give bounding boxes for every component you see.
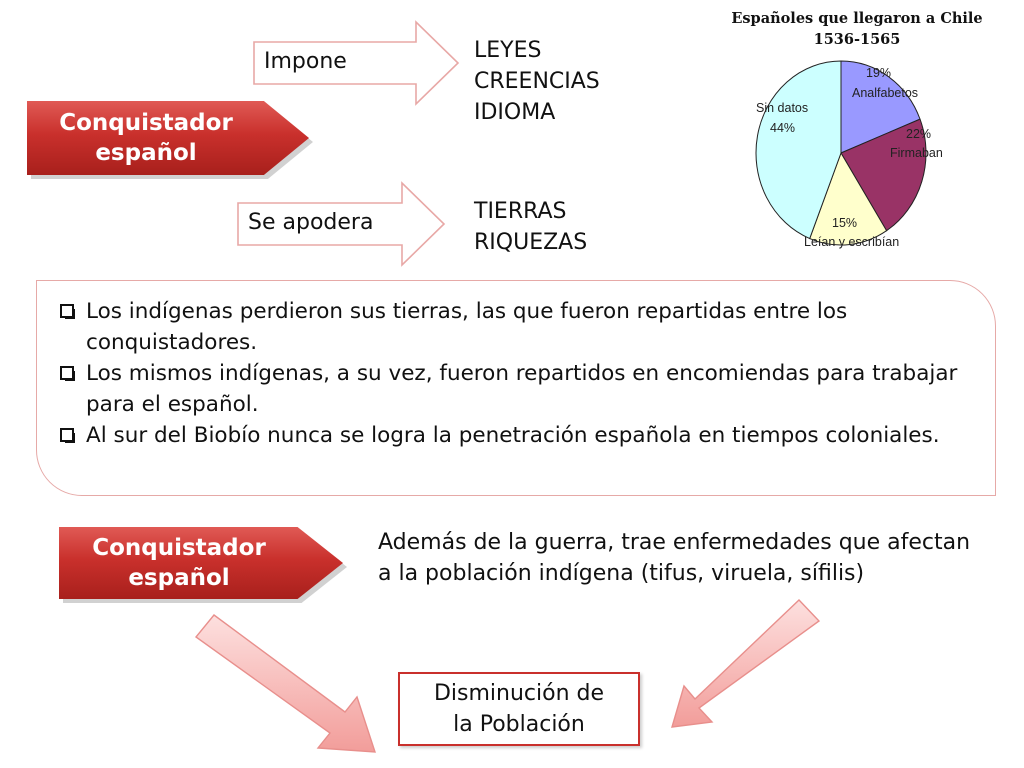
right-down-arrow — [671, 599, 821, 728]
chart-title-line2: 1536-1565 — [813, 31, 901, 48]
bullet-text: Los indígenas perdieron sus tierras, las… — [86, 299, 848, 355]
impone-label: Impone — [264, 49, 347, 74]
checkbox-bullet-icon — [60, 428, 74, 442]
bullet-text: Los mismos indígenas, a su vez, fueron r… — [86, 361, 958, 417]
left-down-arrow — [194, 614, 376, 753]
pie-value-label-sin-datos: 44% — [770, 121, 795, 135]
conquistador-tag-top-line1: Conquistador — [59, 110, 233, 136]
conquistador-tag-top: Conquistador español — [27, 101, 309, 175]
conquistador-tag-bottom-line1: Conquistador — [92, 535, 266, 561]
pie-label-leian: Leían y escribían — [804, 235, 899, 249]
bullet-item: Los mismos indígenas, a su vez, fueron r… — [58, 358, 968, 420]
apodera-item: TIERRAS — [474, 199, 567, 224]
checkbox-bullet-icon — [60, 304, 74, 318]
impone-list: LEYES CREENCIAS IDIOMA — [474, 35, 600, 128]
pie-value-label-analfabetos: 19% — [866, 66, 891, 80]
apodera-arrow: Se apodera — [236, 181, 448, 267]
impone-item: IDIOMA — [474, 100, 556, 125]
pie-label-sin-datos: Sin datos — [756, 101, 808, 115]
pie-value-label-firmaban: 22% — [906, 127, 931, 141]
pie-slice-analfabetos — [840, 60, 921, 154]
impone-arrow: Impone — [252, 20, 462, 106]
apodera-label: Se apodera — [248, 210, 374, 235]
chart-title-line1: Españoles que llegaron a Chile — [731, 10, 983, 27]
conquistador-tag-top-line2: español — [95, 140, 197, 166]
result-line1: Disminución de — [433, 681, 605, 706]
chart-title: Españoles que llegaron a Chile 1536-1565 — [712, 8, 1002, 50]
conquistador-tag-bottom: Conquistador español — [59, 527, 343, 599]
bullet-text: Al sur del Biobío nunca se logra la pene… — [86, 423, 940, 448]
checkbox-bullet-icon — [60, 366, 74, 380]
pie-slice-leian — [809, 151, 888, 246]
bullet-list: Los indígenas perdieron sus tierras, las… — [58, 296, 968, 451]
pie-slice-sin-datos — [755, 60, 842, 240]
pie-label-analfabetos: Analfabetos — [852, 86, 918, 100]
bullet-item: Los indígenas perdieron sus tierras, las… — [58, 296, 968, 358]
pie-chart: 19% Analfabetos 22% Firmaban 15% Leían y… — [755, 60, 943, 249]
pie-slice-firmaban — [840, 118, 927, 232]
impone-item: LEYES — [474, 38, 542, 63]
apodera-list: TIERRAS RIQUEZAS — [474, 196, 587, 258]
pie-label-firmaban: Firmaban — [890, 146, 943, 160]
impone-item: CREENCIAS — [474, 69, 600, 94]
result-line2: la Población — [453, 712, 585, 737]
pie-value-label-leian: 15% — [832, 216, 857, 230]
bullet-box — [36, 280, 996, 496]
disease-paragraph: Además de la guerra, trae enfermedades q… — [378, 530, 971, 586]
bullet-item: Al sur del Biobío nunca se logra la pene… — [58, 420, 968, 451]
apodera-item: RIQUEZAS — [474, 230, 588, 255]
conquistador-tag-bottom-line2: español — [128, 565, 230, 591]
result-box: Disminución de la Población — [398, 672, 640, 746]
